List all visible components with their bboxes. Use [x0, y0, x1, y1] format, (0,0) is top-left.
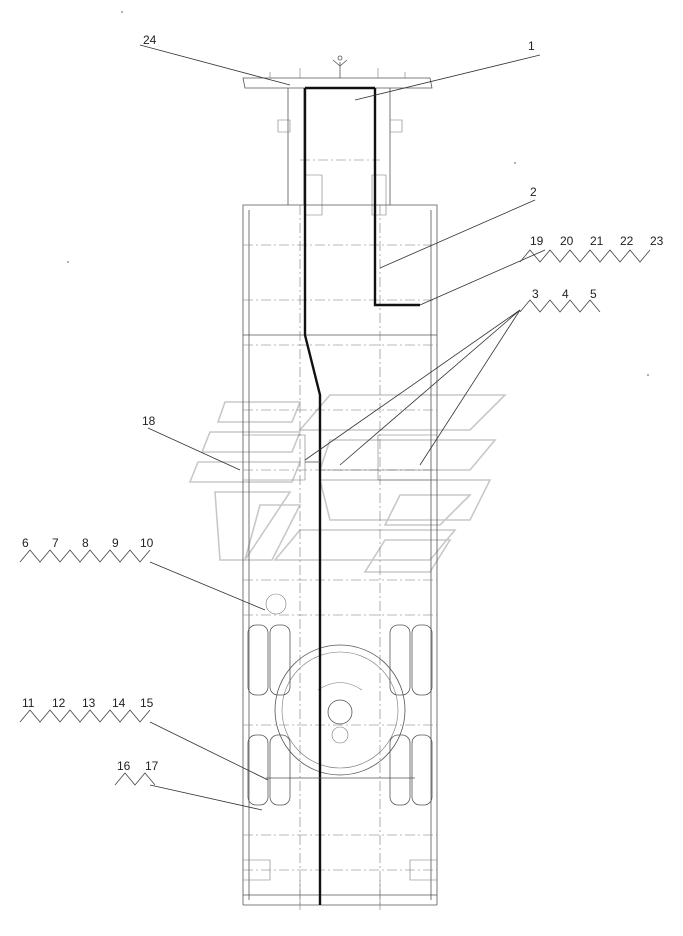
callout-14: 14: [112, 696, 126, 710]
callout-8: 8: [82, 536, 89, 550]
front-crossbar: [242, 68, 433, 89]
callout-10: 10: [140, 536, 154, 550]
wheel-group-right: [389, 624, 433, 806]
callout-23: 23: [650, 234, 664, 248]
callout-labels: 24 1 2 19 20 21 22 23 3 4 5 18 6 7 8 9 1…: [22, 33, 664, 773]
callout-4: 4: [562, 287, 569, 301]
callout-21: 21: [590, 234, 604, 248]
callout-13: 13: [82, 696, 96, 710]
callout-18: 18: [142, 414, 156, 428]
main-frame: [242, 204, 438, 910]
callout-22: 22: [620, 234, 634, 248]
zigzag-markers: [19, 249, 651, 786]
callout-24: 24: [143, 33, 157, 47]
turntable: [265, 593, 406, 776]
callout-6: 6: [22, 536, 29, 550]
callout-2: 2: [530, 185, 537, 199]
gooseneck-frame: [277, 88, 403, 216]
reference-dots: [67, 11, 649, 376]
callout-3: 3: [532, 287, 539, 301]
callout-1: 1: [528, 39, 535, 53]
pipe-routes: [266, 86, 420, 905]
callout-5: 5: [590, 287, 597, 301]
watermark-logo: [188, 394, 507, 573]
callout-11: 11: [22, 696, 35, 710]
callout-12: 12: [52, 696, 66, 710]
callout-20: 20: [560, 234, 574, 248]
leader-lines: [139, 44, 546, 811]
callout-16: 16: [117, 759, 131, 773]
callout-19: 19: [530, 234, 544, 248]
callout-17: 17: [145, 759, 159, 773]
wheel-group-left: [247, 624, 291, 806]
callout-9: 9: [112, 536, 119, 550]
antenna-icon: [332, 55, 348, 78]
callout-7: 7: [52, 536, 59, 550]
callout-15: 15: [140, 696, 154, 710]
